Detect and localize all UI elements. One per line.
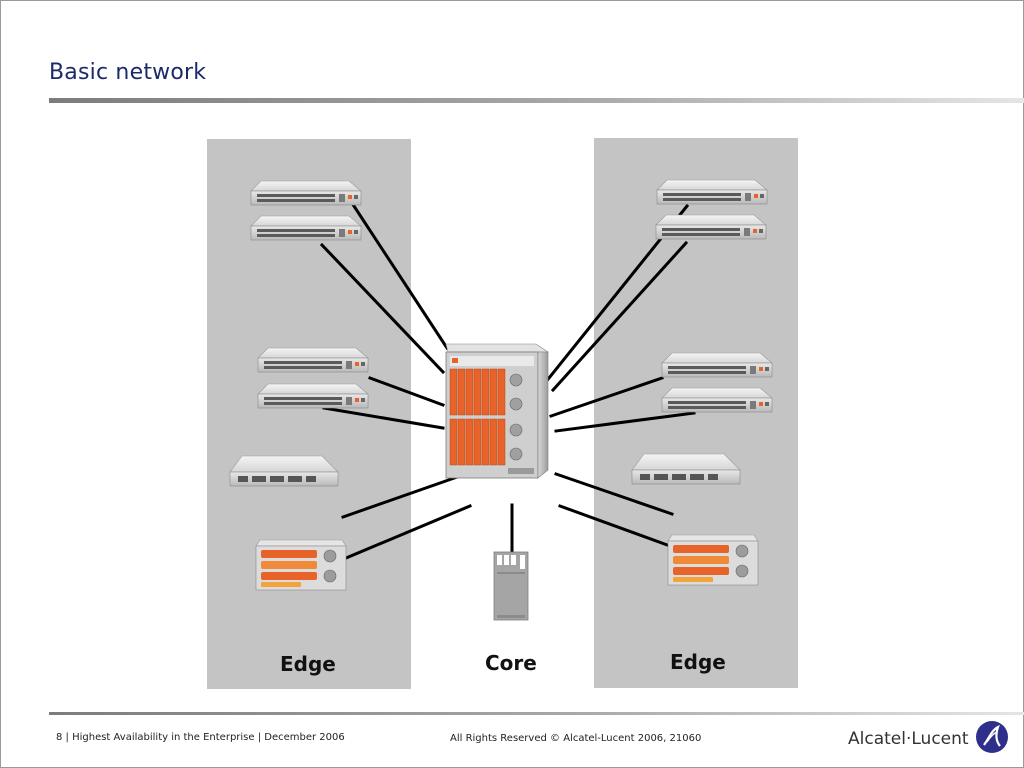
link-right-6 [558, 504, 672, 548]
network-links [319, 197, 696, 560]
link-left-4 [322, 406, 445, 430]
switch-icon [656, 179, 768, 205]
link-right-4 [554, 411, 696, 433]
switch-icon [257, 383, 369, 409]
core-label: Core [485, 651, 537, 675]
switch-icon [250, 180, 362, 206]
switch-icon [661, 352, 773, 378]
link-left-3 [368, 376, 445, 407]
link-left-6 [344, 504, 472, 560]
switch-icon [257, 347, 369, 373]
orange-chassis-icon [667, 534, 759, 586]
link-right-2 [550, 240, 689, 393]
link-left-5 [341, 474, 462, 519]
switch-icon [661, 387, 773, 413]
orange-chassis-icon [255, 539, 347, 591]
alcatel-lucent-logo: Alcatel·Lucent [848, 720, 1009, 758]
link-left-1 [347, 197, 450, 351]
footer-slide-info: 8 | Highest Availability in the Enterpri… [56, 732, 345, 743]
footer-divider [49, 712, 1024, 715]
chassis-switch-icon [229, 455, 339, 487]
edge-right-label: Edge [670, 650, 726, 674]
link-left-2 [319, 242, 446, 375]
chassis-switch-icon [631, 453, 741, 485]
switch-icon [250, 215, 362, 241]
title-divider [49, 98, 1024, 103]
link-right-3 [549, 376, 664, 418]
switch-icon [655, 214, 767, 240]
server-icon [493, 551, 529, 621]
slide-title: Basic network [49, 60, 207, 85]
alcatel-lucent-logo-icon [975, 720, 1009, 758]
logo-text: Alcatel·Lucent [848, 729, 969, 749]
footer-copyright: All Rights Reserved © Alcatel-Lucent 200… [450, 733, 702, 744]
link-right-5 [554, 472, 674, 516]
edge-left-label: Edge [280, 652, 336, 676]
core-chassis-icon [445, 343, 549, 479]
